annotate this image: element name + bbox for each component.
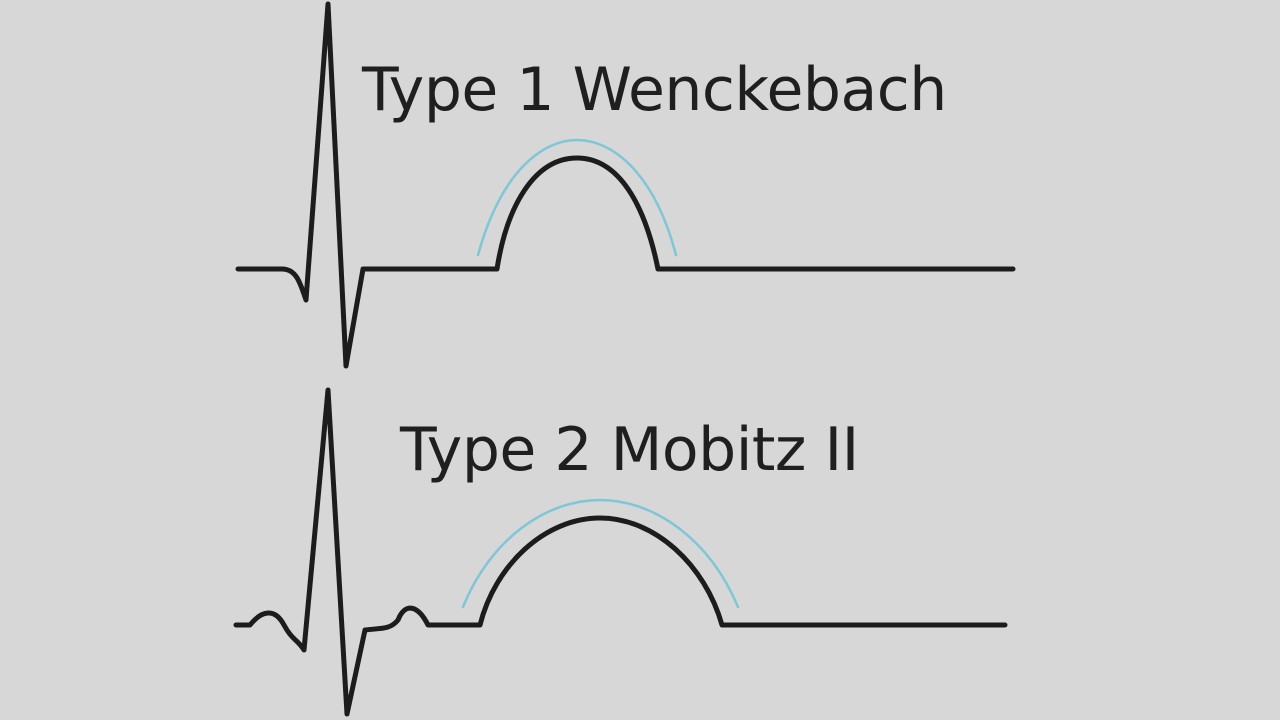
type2-ecg-waveform (233, 387, 1008, 717)
type1-label: Type 1 Wenckebach (362, 55, 947, 125)
type1-tracing (235, 1, 1016, 369)
type2-highlight-arc (461, 498, 740, 609)
type1-ecg-waveform (235, 1, 1016, 369)
type1-highlight-arc (476, 138, 678, 257)
type2-label: Type 2 Mobitz II (400, 415, 859, 485)
type2-tracing (233, 387, 1008, 717)
